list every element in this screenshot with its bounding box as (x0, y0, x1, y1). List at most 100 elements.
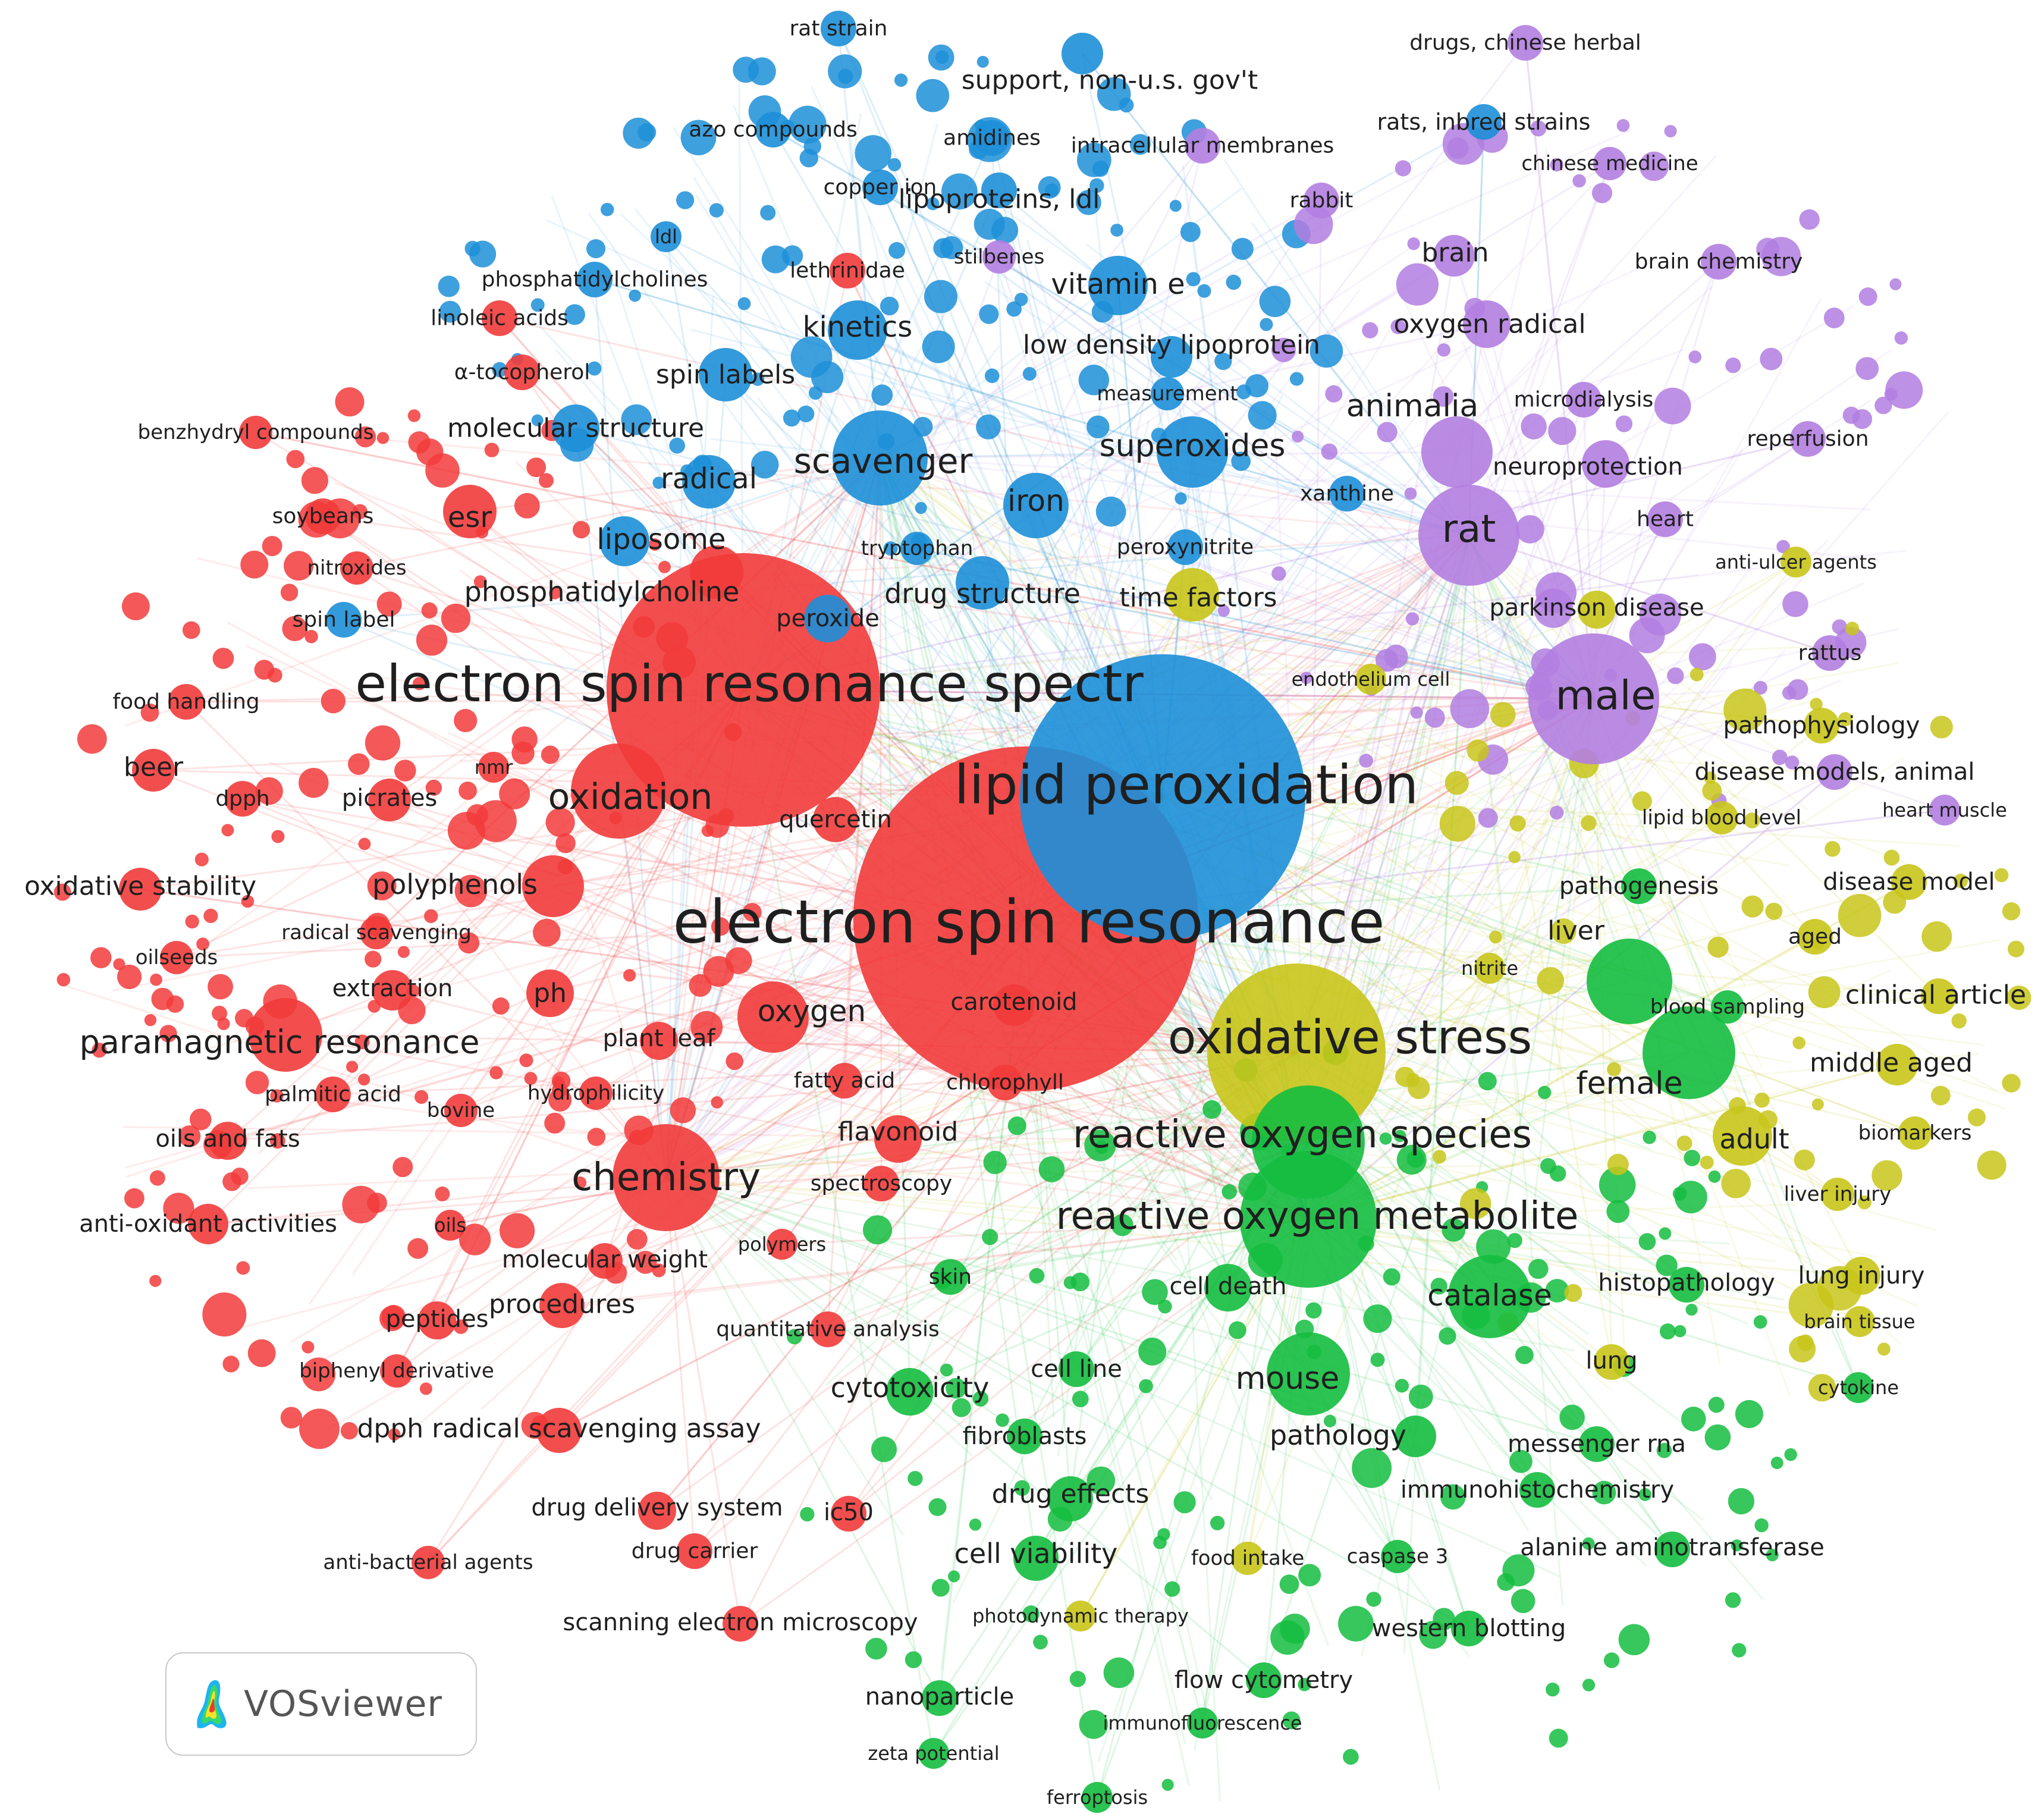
keyword-node[interactable] (1321, 443, 1337, 460)
keyword-node[interactable] (916, 79, 950, 112)
keyword-node[interactable] (140, 703, 159, 722)
keyword-node[interactable] (1843, 1372, 1874, 1403)
keyword-label[interactable]: cell death (1169, 1273, 1286, 1300)
keyword-node[interactable] (888, 242, 906, 259)
keyword-node[interactable] (1089, 178, 1104, 193)
keyword-node[interactable] (571, 743, 666, 839)
keyword-node[interactable] (388, 1428, 401, 1441)
keyword-node[interactable] (526, 457, 547, 478)
keyword-node[interactable] (1013, 1536, 1059, 1581)
keyword-node[interactable] (1437, 343, 1451, 357)
keyword-node[interactable] (760, 205, 776, 221)
keyword-node[interactable] (1535, 572, 1577, 613)
keyword-node[interactable] (981, 172, 1017, 208)
keyword-label[interactable]: caspase 3 (1347, 1545, 1449, 1568)
keyword-node[interactable] (1451, 1611, 1487, 1646)
keyword-node[interactable] (1792, 1036, 1805, 1050)
keyword-node[interactable] (1582, 1537, 1595, 1550)
keyword-node[interactable] (269, 1133, 285, 1149)
keyword-node[interactable] (1548, 417, 1577, 445)
keyword-node[interactable] (151, 987, 174, 1011)
keyword-node[interactable] (132, 749, 175, 792)
keyword-label[interactable]: disease models, animal (1694, 758, 1974, 786)
keyword-node[interactable] (475, 800, 517, 842)
keyword-node[interactable] (519, 1053, 533, 1068)
keyword-node[interactable] (459, 1223, 491, 1256)
keyword-node[interactable] (1753, 1315, 1767, 1329)
keyword-node[interactable] (1550, 918, 1577, 944)
keyword-label[interactable]: electron spin resonance (673, 887, 1384, 957)
keyword-label[interactable]: brain (1421, 238, 1489, 268)
keyword-label[interactable]: ph (533, 978, 567, 1009)
keyword-node[interactable] (541, 745, 560, 764)
keyword-node[interactable] (723, 1606, 758, 1642)
keyword-node[interactable] (1007, 1116, 1026, 1135)
keyword-label[interactable]: messenger rna (1508, 1430, 1686, 1458)
keyword-node[interactable] (948, 1570, 960, 1583)
keyword-node[interactable] (1421, 416, 1493, 488)
keyword-label[interactable]: paramagnetic resonance (80, 1024, 480, 1061)
keyword-node[interactable] (1072, 1391, 1089, 1408)
keyword-label[interactable]: anti-bacterial agents (323, 1551, 533, 1574)
keyword-node[interactable] (1690, 667, 1704, 682)
keyword-node[interactable] (326, 602, 362, 638)
keyword-label[interactable]: radical (661, 462, 757, 495)
keyword-node[interactable] (932, 1259, 968, 1295)
keyword-label[interactable]: drugs, chinese herbal (1409, 31, 1641, 55)
keyword-node[interactable] (1095, 496, 1126, 527)
keyword-node[interactable] (280, 583, 299, 601)
keyword-label[interactable]: female (1576, 1066, 1682, 1102)
keyword-node[interactable] (419, 1382, 432, 1395)
keyword-node[interactable] (982, 240, 1016, 274)
keyword-node[interactable] (182, 621, 200, 639)
keyword-node[interactable] (1593, 147, 1626, 180)
keyword-node[interactable] (526, 969, 574, 1017)
keyword-node[interactable] (1022, 1605, 1040, 1623)
keyword-node[interactable] (1033, 1634, 1048, 1650)
keyword-node[interactable] (514, 492, 540, 519)
keyword-node[interactable] (1139, 1379, 1153, 1394)
keyword-node[interactable] (658, 560, 671, 573)
keyword-node[interactable] (360, 916, 393, 949)
keyword-node[interactable] (1857, 1195, 1872, 1210)
keyword-label[interactable]: fatty acid (794, 1069, 895, 1093)
keyword-node[interactable] (1669, 1267, 1704, 1303)
keyword-node[interactable] (579, 1077, 613, 1110)
keyword-label[interactable]: plant leaf (602, 1025, 715, 1052)
keyword-node[interactable] (1667, 667, 1684, 685)
keyword-node[interactable] (302, 1357, 336, 1392)
keyword-node[interactable] (1396, 263, 1439, 306)
keyword-node[interactable] (1546, 1682, 1560, 1697)
keyword-node[interactable] (267, 667, 282, 683)
keyword-node[interactable] (376, 432, 390, 444)
keyword-node[interactable] (189, 1108, 212, 1131)
keyword-node[interactable] (933, 238, 954, 259)
keyword-node[interactable] (1921, 978, 1957, 1014)
keyword-node[interactable] (235, 1009, 254, 1028)
keyword-label[interactable]: zeta potential (868, 1742, 999, 1765)
keyword-node[interactable] (1782, 591, 1808, 617)
keyword-node[interactable] (621, 404, 652, 435)
keyword-node[interactable] (627, 1229, 648, 1250)
keyword-label[interactable]: blood sampling (1650, 995, 1805, 1019)
keyword-node[interactable] (1217, 604, 1230, 617)
keyword-node[interactable] (209, 1122, 247, 1160)
keyword-node[interactable] (1490, 702, 1516, 727)
keyword-node[interactable] (652, 476, 665, 489)
keyword-node[interactable] (1578, 591, 1616, 629)
keyword-node[interactable] (587, 361, 602, 376)
keyword-node[interactable] (1587, 939, 1672, 1024)
keyword-label[interactable]: oxygen radical (1393, 309, 1585, 340)
keyword-node[interactable] (1088, 256, 1148, 315)
keyword-node[interactable] (1838, 712, 1853, 727)
keyword-label[interactable]: oilseeds (136, 946, 218, 969)
keyword-label[interactable]: spin label (293, 608, 395, 632)
keyword-node[interactable] (304, 630, 318, 644)
keyword-node[interactable] (1082, 1782, 1113, 1813)
keyword-node[interactable] (1519, 1472, 1555, 1508)
keyword-node[interactable] (564, 304, 585, 325)
keyword-node[interactable] (185, 914, 199, 929)
keyword-label[interactable]: immunofluorescence (1103, 1712, 1302, 1734)
keyword-node[interactable] (690, 545, 743, 599)
keyword-node[interactable] (1711, 990, 1744, 1024)
